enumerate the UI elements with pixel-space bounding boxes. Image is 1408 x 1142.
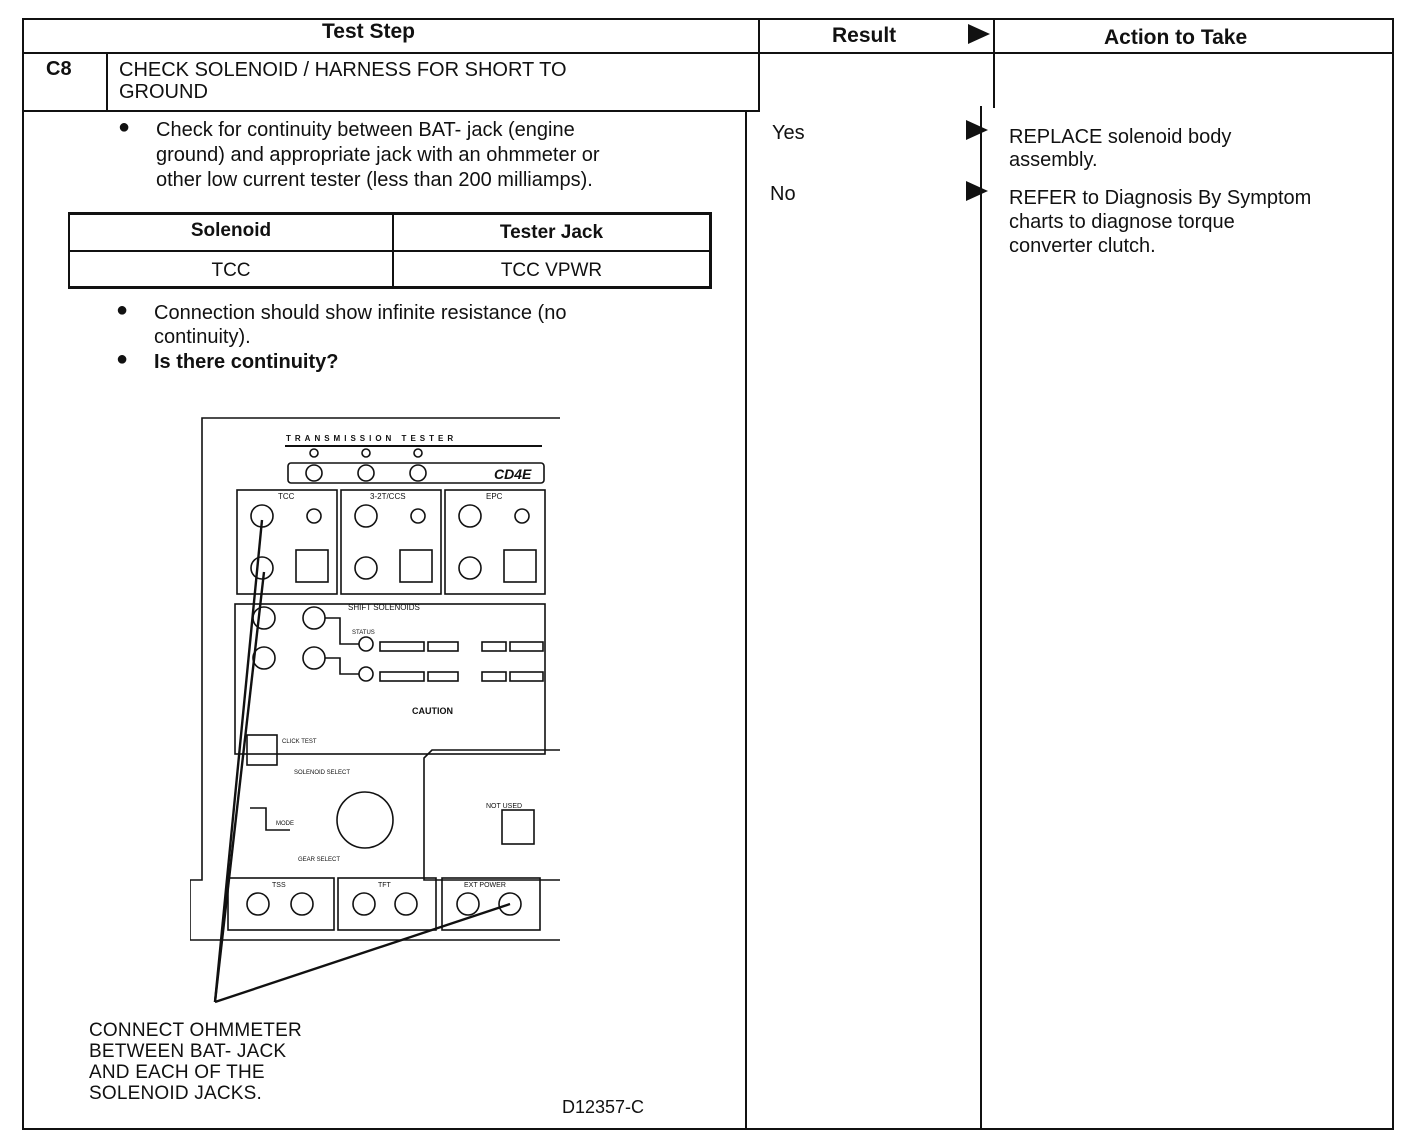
result-column-divider-lower — [745, 110, 747, 1130]
figure-caption-line3: AND EACH OF THE — [89, 1062, 265, 1083]
result-no-arrow-icon — [966, 181, 988, 201]
action-yes-line1: REPLACE solenoid body — [1009, 126, 1232, 148]
header-result: Result — [832, 24, 897, 47]
jack-table-header-tester-jack: Tester Jack — [499, 222, 604, 243]
step-title-line2: GROUND — [119, 81, 208, 103]
instruction-1-line3: other low current tester (less than 200 … — [156, 169, 593, 191]
step-title-line1: CHECK SOLENOID / HARNESS FOR SHORT TO — [119, 59, 567, 81]
header-action: Action to Take — [1104, 26, 1248, 49]
action-no-line3: converter clutch. — [1009, 235, 1156, 257]
table-bottom-border — [22, 1128, 1394, 1130]
bullet-icon: ● — [116, 299, 129, 321]
instruction-3-question: Is there continuity? — [154, 351, 339, 373]
instruction-1-line2: ground) and appropriate jack with an ohm… — [156, 144, 600, 166]
figure-label-tft: TFT — [378, 882, 392, 889]
figure-caption-line2: BETWEEN BAT- JACK — [89, 1041, 287, 1062]
figure-panel-title: TRANSMISSION TESTER — [286, 434, 457, 443]
action-no-line1: REFER to Diagnosis By Symptom — [1009, 187, 1312, 209]
jack-table-top — [68, 212, 712, 215]
header-arrow-icon — [968, 24, 990, 44]
jack-table-left — [68, 212, 70, 289]
jack-table-right — [709, 212, 712, 289]
figure-label-32tccs: 3-2T/CCS — [370, 492, 406, 501]
figure-label-ext-power: EXT POWER — [464, 882, 506, 889]
step-title-bottom-border — [22, 110, 760, 112]
jack-table-cell-tester-jack: TCC VPWR — [500, 260, 603, 281]
action-yes-line2: assembly. — [1009, 149, 1098, 171]
figure-caption-line4: SOLENOID JACKS. — [89, 1083, 262, 1104]
figure-label-status: STATUS — [352, 630, 375, 636]
figure-label-epc: EPC — [486, 492, 503, 501]
figure-label-caution: CAUTION — [412, 706, 453, 716]
header-test-step: Test Step — [322, 20, 415, 43]
figure-label-tcc: TCC — [278, 492, 295, 501]
result-column-divider — [758, 18, 760, 58]
figure-id: D12357-C — [562, 1097, 645, 1117]
jack-table-mid — [68, 250, 712, 252]
instruction-1-line1: Check for continuity between BAT- jack (… — [156, 119, 575, 141]
table-right-border — [1392, 18, 1394, 1130]
figure-caption-line1: CONNECT OHMMETER — [89, 1020, 302, 1041]
action-column-divider — [993, 18, 995, 108]
table-top-border — [22, 18, 1394, 20]
step-id-divider — [106, 52, 108, 112]
header-bottom-border — [22, 52, 1394, 54]
figure-label-shift-solenoids: SHIFT SOLENOIDS — [348, 603, 420, 612]
figure-label-mode: MODE — [276, 821, 294, 827]
bullet-icon: ● — [118, 116, 131, 138]
instruction-2-line1: Connection should show infinite resistan… — [154, 302, 567, 324]
figure-label-solenoid-select: SOLENOID SELECT — [294, 770, 350, 776]
result-yes: Yes — [772, 122, 805, 144]
result-no: No — [770, 183, 796, 205]
action-column-divider-lower — [980, 106, 982, 1130]
jack-table-center — [392, 212, 394, 289]
transmission-tester-figure: TRANSMISSION TESTER CD4E TCC 3-2T/CCS EP… — [190, 417, 560, 1004]
figure-label-gear-select: GEAR SELECT — [298, 857, 340, 863]
jack-table-cell-solenoid: TCC — [211, 260, 251, 281]
figure-label-tss: TSS — [272, 882, 286, 889]
figure-label-click-test: CLICK TEST — [282, 739, 317, 745]
figure-model: CD4E — [494, 466, 532, 482]
result-column-divider-mid — [758, 52, 760, 112]
jack-table-bottom — [68, 286, 712, 289]
figure-label-not-used: NOT USED — [486, 803, 522, 810]
bullet-icon: ● — [116, 348, 129, 370]
result-yes-arrow-icon — [966, 120, 988, 140]
jack-table-header-solenoid: Solenoid — [190, 220, 272, 241]
action-no-line2: charts to diagnose torque — [1009, 211, 1235, 233]
instruction-2-line2: continuity). — [154, 326, 251, 348]
step-id: C8 — [46, 58, 72, 80]
table-left-border — [22, 18, 24, 1130]
